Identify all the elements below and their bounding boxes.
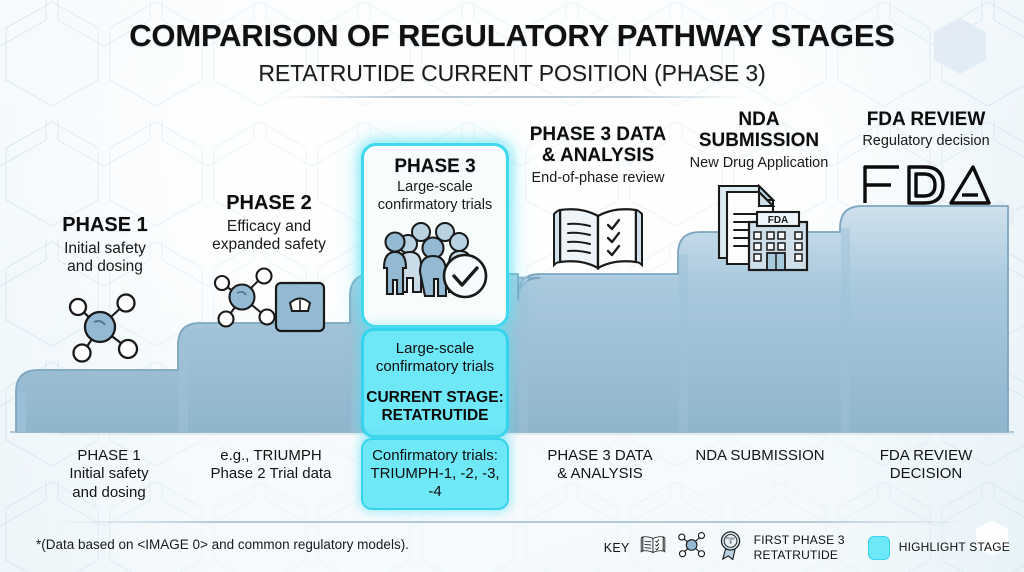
card-subtitle: Large-scale confirmatory trials bbox=[375, 340, 495, 376]
svg-text:3: 3 bbox=[729, 540, 732, 545]
stage-caption-fda-review: FDA REVIEW DECISION bbox=[879, 447, 973, 483]
footer-divider bbox=[55, 521, 970, 523]
stage-top-subtitle: End-of-phase review bbox=[531, 169, 665, 186]
molecule-icon bbox=[24, 289, 186, 367]
stage-top-title: PHASE 1 bbox=[62, 214, 148, 236]
footer-note: *(Data based on <IMAGE 0> and common reg… bbox=[36, 537, 409, 552]
stage-top-subtitle: New Drug Application bbox=[689, 154, 829, 171]
stage-card-phase-3[interactable]: Large-scale confirmatory trials CURRENT … bbox=[361, 328, 509, 438]
legend: KEY bbox=[604, 530, 1010, 565]
stage-top-title: PHASE 3 bbox=[394, 156, 476, 177]
stage-top-header: PHASE 1 Initial safety and dosing bbox=[24, 214, 186, 277]
stage-top-subtitle: Large-scale confirmatory trials bbox=[377, 179, 493, 213]
people-check-icon bbox=[364, 218, 506, 302]
stage-top-header: PHASE 2 Efficacy and expanded safety bbox=[186, 192, 352, 255]
page-subtitle: RETATRUTIDE CURRENT POSITION (PHASE 3) bbox=[258, 60, 766, 86]
stage-top-title: FDA REVIEW bbox=[866, 109, 986, 130]
fda-logo-icon bbox=[844, 157, 1008, 211]
stage-column-phase-1[interactable]: PHASE 1 Initial safety and dosing bbox=[24, 214, 186, 367]
stage-card-top-phase-3[interactable]: PHASE 3 Large-scale confirmatory trials bbox=[361, 143, 509, 328]
svg-text:FDA: FDA bbox=[768, 215, 789, 226]
stage-top-subtitle: Regulatory decision bbox=[862, 133, 990, 150]
award-ribbon-icon: Phase 3 bbox=[717, 530, 745, 565]
stage-caption-phase-2: e.g., TRIUMPH Phase 2 Trial data bbox=[210, 447, 332, 483]
open-book-checklist-icon bbox=[639, 532, 667, 563]
header-divider bbox=[277, 96, 747, 98]
stage-caption-phase-3[interactable]: Confirmatory trials: TRIUMPH-1, -2, -3, … bbox=[361, 438, 509, 510]
card-title: CURRENT STAGE: RETATRUTIDE bbox=[366, 388, 504, 425]
stage-top-header: PHASE 3 Large-scale confirmatory trials bbox=[364, 146, 506, 214]
stage-caption-nda-submission: NDA SUBMISSION bbox=[695, 447, 825, 464]
stage-top-header: PHASE 3 DATA & ANALYSIS End-of-phase rev… bbox=[518, 124, 678, 187]
stage-top-title: NDA SUBMISSION bbox=[698, 109, 820, 152]
stage-top-title: PHASE 3 DATA & ANALYSIS bbox=[529, 124, 667, 167]
svg-text:Phase: Phase bbox=[726, 537, 735, 541]
highlight-swatch bbox=[867, 535, 890, 560]
stage-column-phase-3-data[interactable]: PHASE 3 DATA & ANALYSIS End-of-phase rev… bbox=[518, 124, 678, 283]
stage-top-subtitle: Initial safety and dosing bbox=[64, 239, 146, 276]
stage-caption-phase-1: PHASE 1 Initial safety and dosing bbox=[69, 447, 149, 501]
legend-text-highlight-stage: HIGHLIGHT STAGE bbox=[898, 540, 1010, 555]
stage-top-header: NDA SUBMISSION New Drug Application bbox=[676, 109, 842, 172]
molecule-icon bbox=[676, 531, 708, 564]
molecule-scale-icon bbox=[186, 265, 352, 337]
stage-column-fda-review[interactable]: FDA REVIEW Regulatory decision bbox=[844, 109, 1008, 211]
stage-column-phase-2[interactable]: PHASE 2 Efficacy and expanded safety bbox=[186, 192, 352, 337]
page-title: COMPARISON OF REGULATORY PATHWAY STAGES bbox=[129, 18, 895, 53]
stage-top-title: PHASE 2 bbox=[226, 192, 312, 214]
stage-top-subtitle: Efficacy and expanded safety bbox=[212, 217, 326, 254]
stage-caption-phase-3-data: PHASE 3 DATA & ANALYSIS bbox=[547, 447, 653, 483]
legend-text-first-phase-3: FIRST PHASE 3 RETATRUTIDE bbox=[753, 533, 845, 562]
open-book-checklist-icon bbox=[518, 197, 678, 283]
document-fda-building-icon: FDA bbox=[676, 180, 842, 276]
stage-top-header: FDA REVIEW Regulatory decision bbox=[844, 109, 1008, 151]
stage-column-nda-submission[interactable]: NDA SUBMISSION New Drug Application FDA bbox=[676, 109, 842, 276]
legend-label: KEY bbox=[603, 540, 630, 555]
header: COMPARISON OF REGULATORY PATHWAY STAGES … bbox=[0, 0, 1024, 98]
